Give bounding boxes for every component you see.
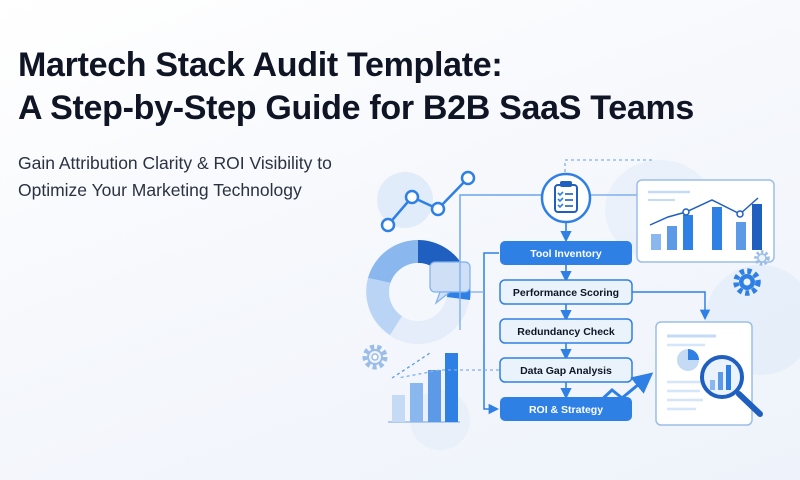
gear-icon [754, 250, 770, 266]
flow-step-redundancy-check: Redundancy Check [499, 318, 633, 344]
step-label: Redundancy Check [517, 326, 615, 338]
clipboard-checklist-icon [540, 172, 592, 224]
gear-icon [362, 344, 388, 370]
subtitle-line-2: Optimize Your Marketing Technology [18, 180, 302, 200]
magnifier-icon [700, 355, 763, 417]
line-chart-icon [380, 170, 476, 233]
subtitle-line-1: Gain Attribution Clarity & ROI Visibilit… [18, 153, 332, 173]
flow-step-roi-strategy: ROI & Strategy [500, 397, 632, 421]
flow-step-performance-scoring: Performance Scoring [499, 279, 633, 305]
gear-icon [733, 268, 761, 296]
dashboard-card [636, 179, 775, 263]
title-line-2: A Step-by-Step Guide for B2B SaaS Teams [18, 89, 695, 127]
step-label: ROI & Strategy [529, 404, 603, 416]
title-line-1: Martech Stack Audit Template: [18, 46, 503, 84]
subtitle: Gain Attribution Clarity & ROI Visibilit… [18, 150, 332, 204]
step-label: Data Gap Analysis [520, 365, 612, 377]
trend-arrow-icon [596, 372, 654, 405]
flow-step-tool-inventory: Tool Inventory [500, 241, 632, 265]
step-label: Performance Scoring [513, 287, 619, 299]
flow-step-data-gap-analysis: Data Gap Analysis [499, 357, 633, 383]
page-title: Martech Stack Audit Template: A Step-by-… [18, 44, 694, 130]
bar-chart-icon [388, 352, 460, 423]
step-label: Tool Inventory [530, 248, 602, 260]
